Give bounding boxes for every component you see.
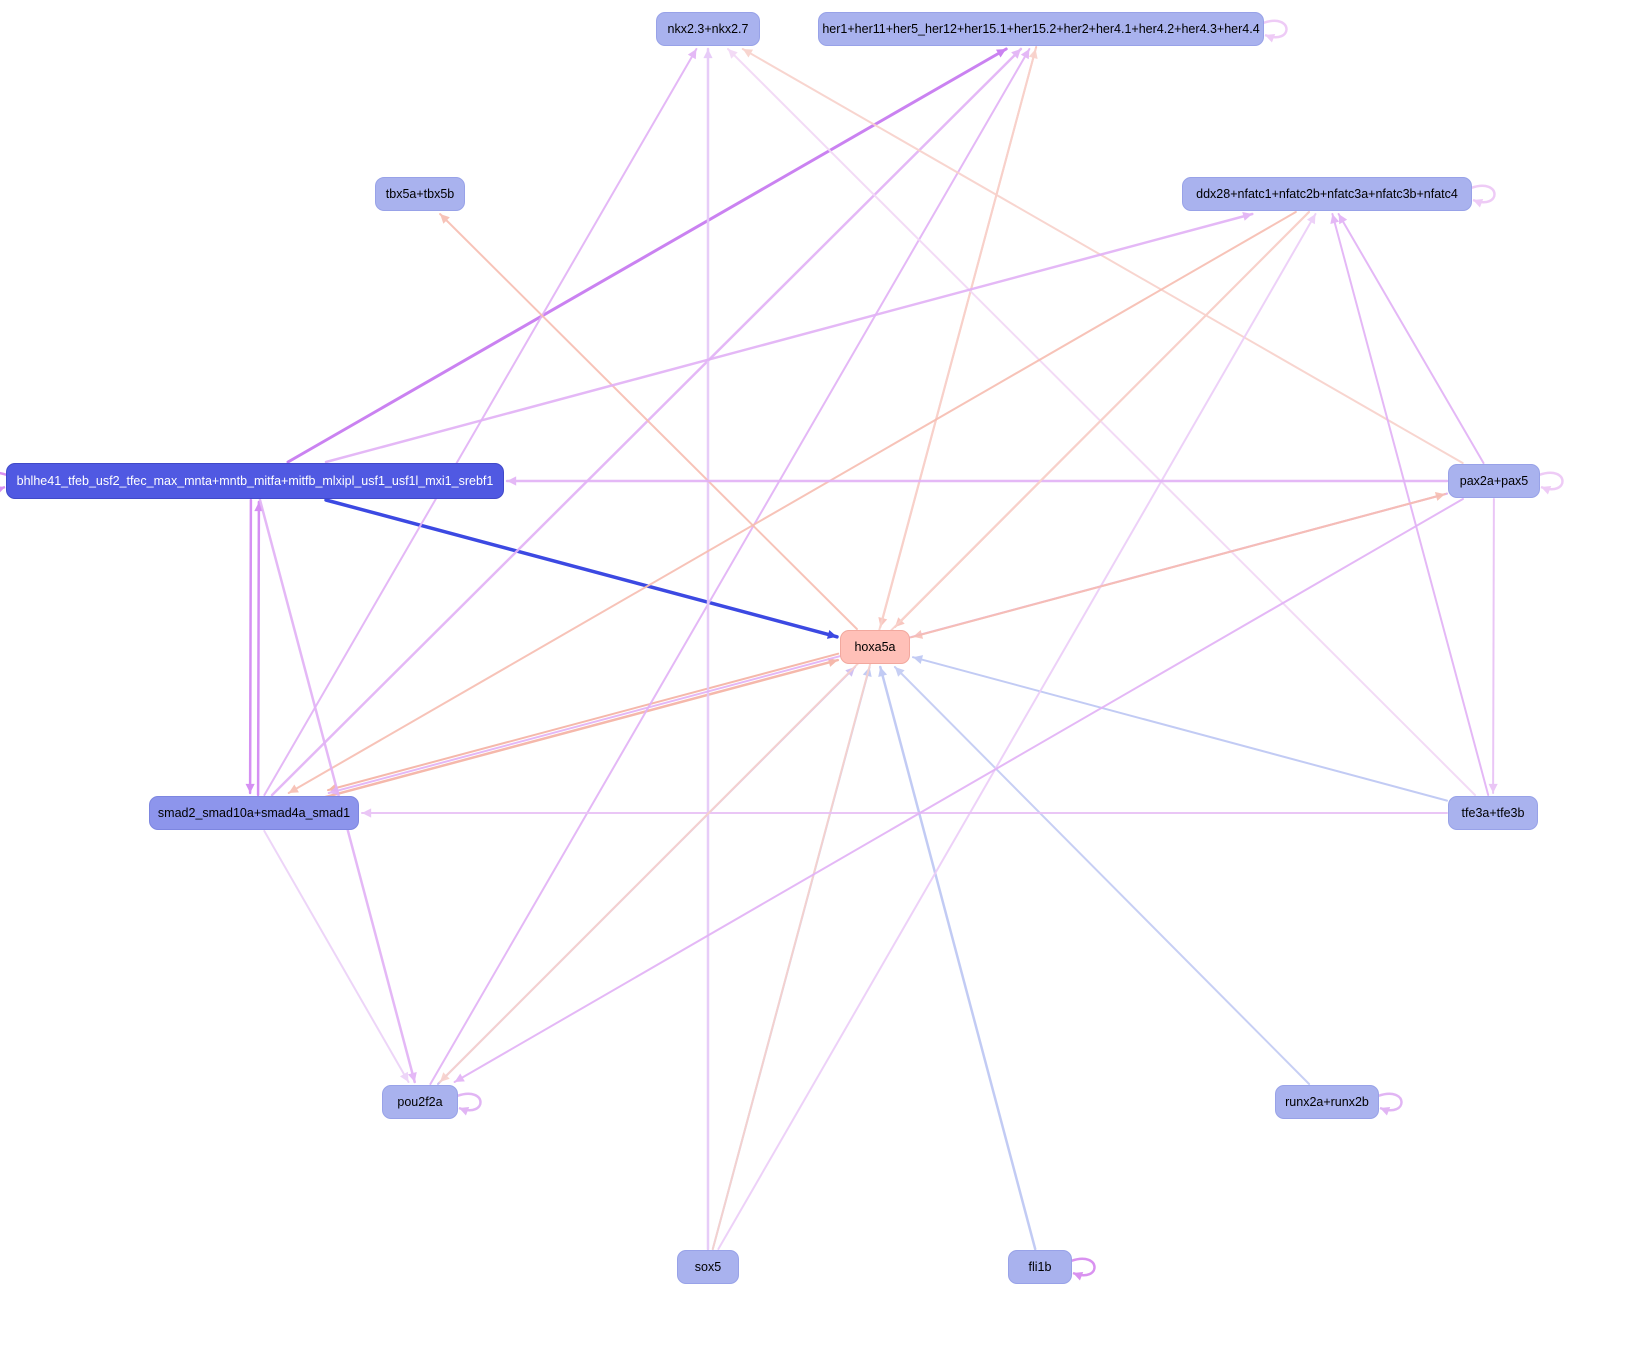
self-loop-nfat (1470, 184, 1496, 208)
edge-pou-her (429, 48, 1031, 1085)
edge-smad-pou (263, 830, 410, 1083)
node-pou[interactable]: pou2f2a (382, 1085, 458, 1119)
node-nkx[interactable]: nkx2.3+nkx2.7 (656, 12, 760, 46)
self-loop-pax (1538, 471, 1564, 495)
node-pax[interactable]: pax2a+pax5 (1448, 464, 1540, 498)
edge-runx-hox (893, 666, 1311, 1085)
edge-tfe-nfat (1330, 213, 1490, 796)
edge-fli-hox (878, 665, 1037, 1251)
edge-hox-smad (327, 652, 840, 793)
node-tbx[interactable]: tbx5a+tbx5b (375, 177, 465, 211)
node-runx[interactable]: runx2a+runx2b (1275, 1085, 1379, 1119)
edge-pax-nkx (741, 48, 1464, 464)
edge-pax-pou (453, 498, 1464, 1083)
edge-bhlhe-pou (258, 498, 417, 1084)
node-bhlhe[interactable]: bhlhe41_tfeb_usf2_tfec_max_mnta+mntb_mit… (6, 463, 504, 499)
edge-smad-her (270, 47, 1023, 797)
edge-pax-tfe (1488, 498, 1498, 794)
edge-bhlhe-nfat (324, 211, 1254, 464)
node-smad[interactable]: smad2_smad10a+smad4a_smad1 (149, 796, 359, 830)
self-loop-her (1262, 19, 1288, 43)
node-sox[interactable]: sox5 (677, 1250, 739, 1284)
self-loop-pou (456, 1092, 482, 1116)
node-nfat[interactable]: ddx28+nfatc1+nfatc2b+nfatc3a+nfatc3b+nfa… (1182, 177, 1472, 211)
self-loop-fli (1070, 1257, 1096, 1281)
self-loop-runx (1377, 1092, 1403, 1116)
edge-hox-pax (910, 492, 1446, 639)
edge-tfe-hox (912, 655, 1448, 802)
edge-nfat-smad (287, 211, 1297, 794)
edge-pax-nfat (1337, 213, 1485, 464)
node-fli[interactable]: fli1b (1008, 1250, 1072, 1284)
edge-smad-nkx (263, 48, 698, 796)
edge-tfe-nkx (727, 48, 1476, 796)
edge-smad-hox (320, 658, 840, 800)
edge-bhlhe-hox (324, 498, 839, 639)
edge-smad-bhlhe (254, 500, 264, 797)
edge-hox-tbx (439, 213, 858, 630)
node-hox[interactable]: hoxa5a (840, 630, 910, 664)
edge-bhlhe-her (286, 47, 1008, 464)
edge-sox-nfat (717, 213, 1317, 1250)
edge-bhlhe-smad (245, 498, 255, 795)
node-tfe[interactable]: tfe3a+tfe3b (1448, 796, 1538, 830)
node-her[interactable]: her1+her11+her5_her12+her15.1+her15.2+he… (818, 12, 1264, 46)
